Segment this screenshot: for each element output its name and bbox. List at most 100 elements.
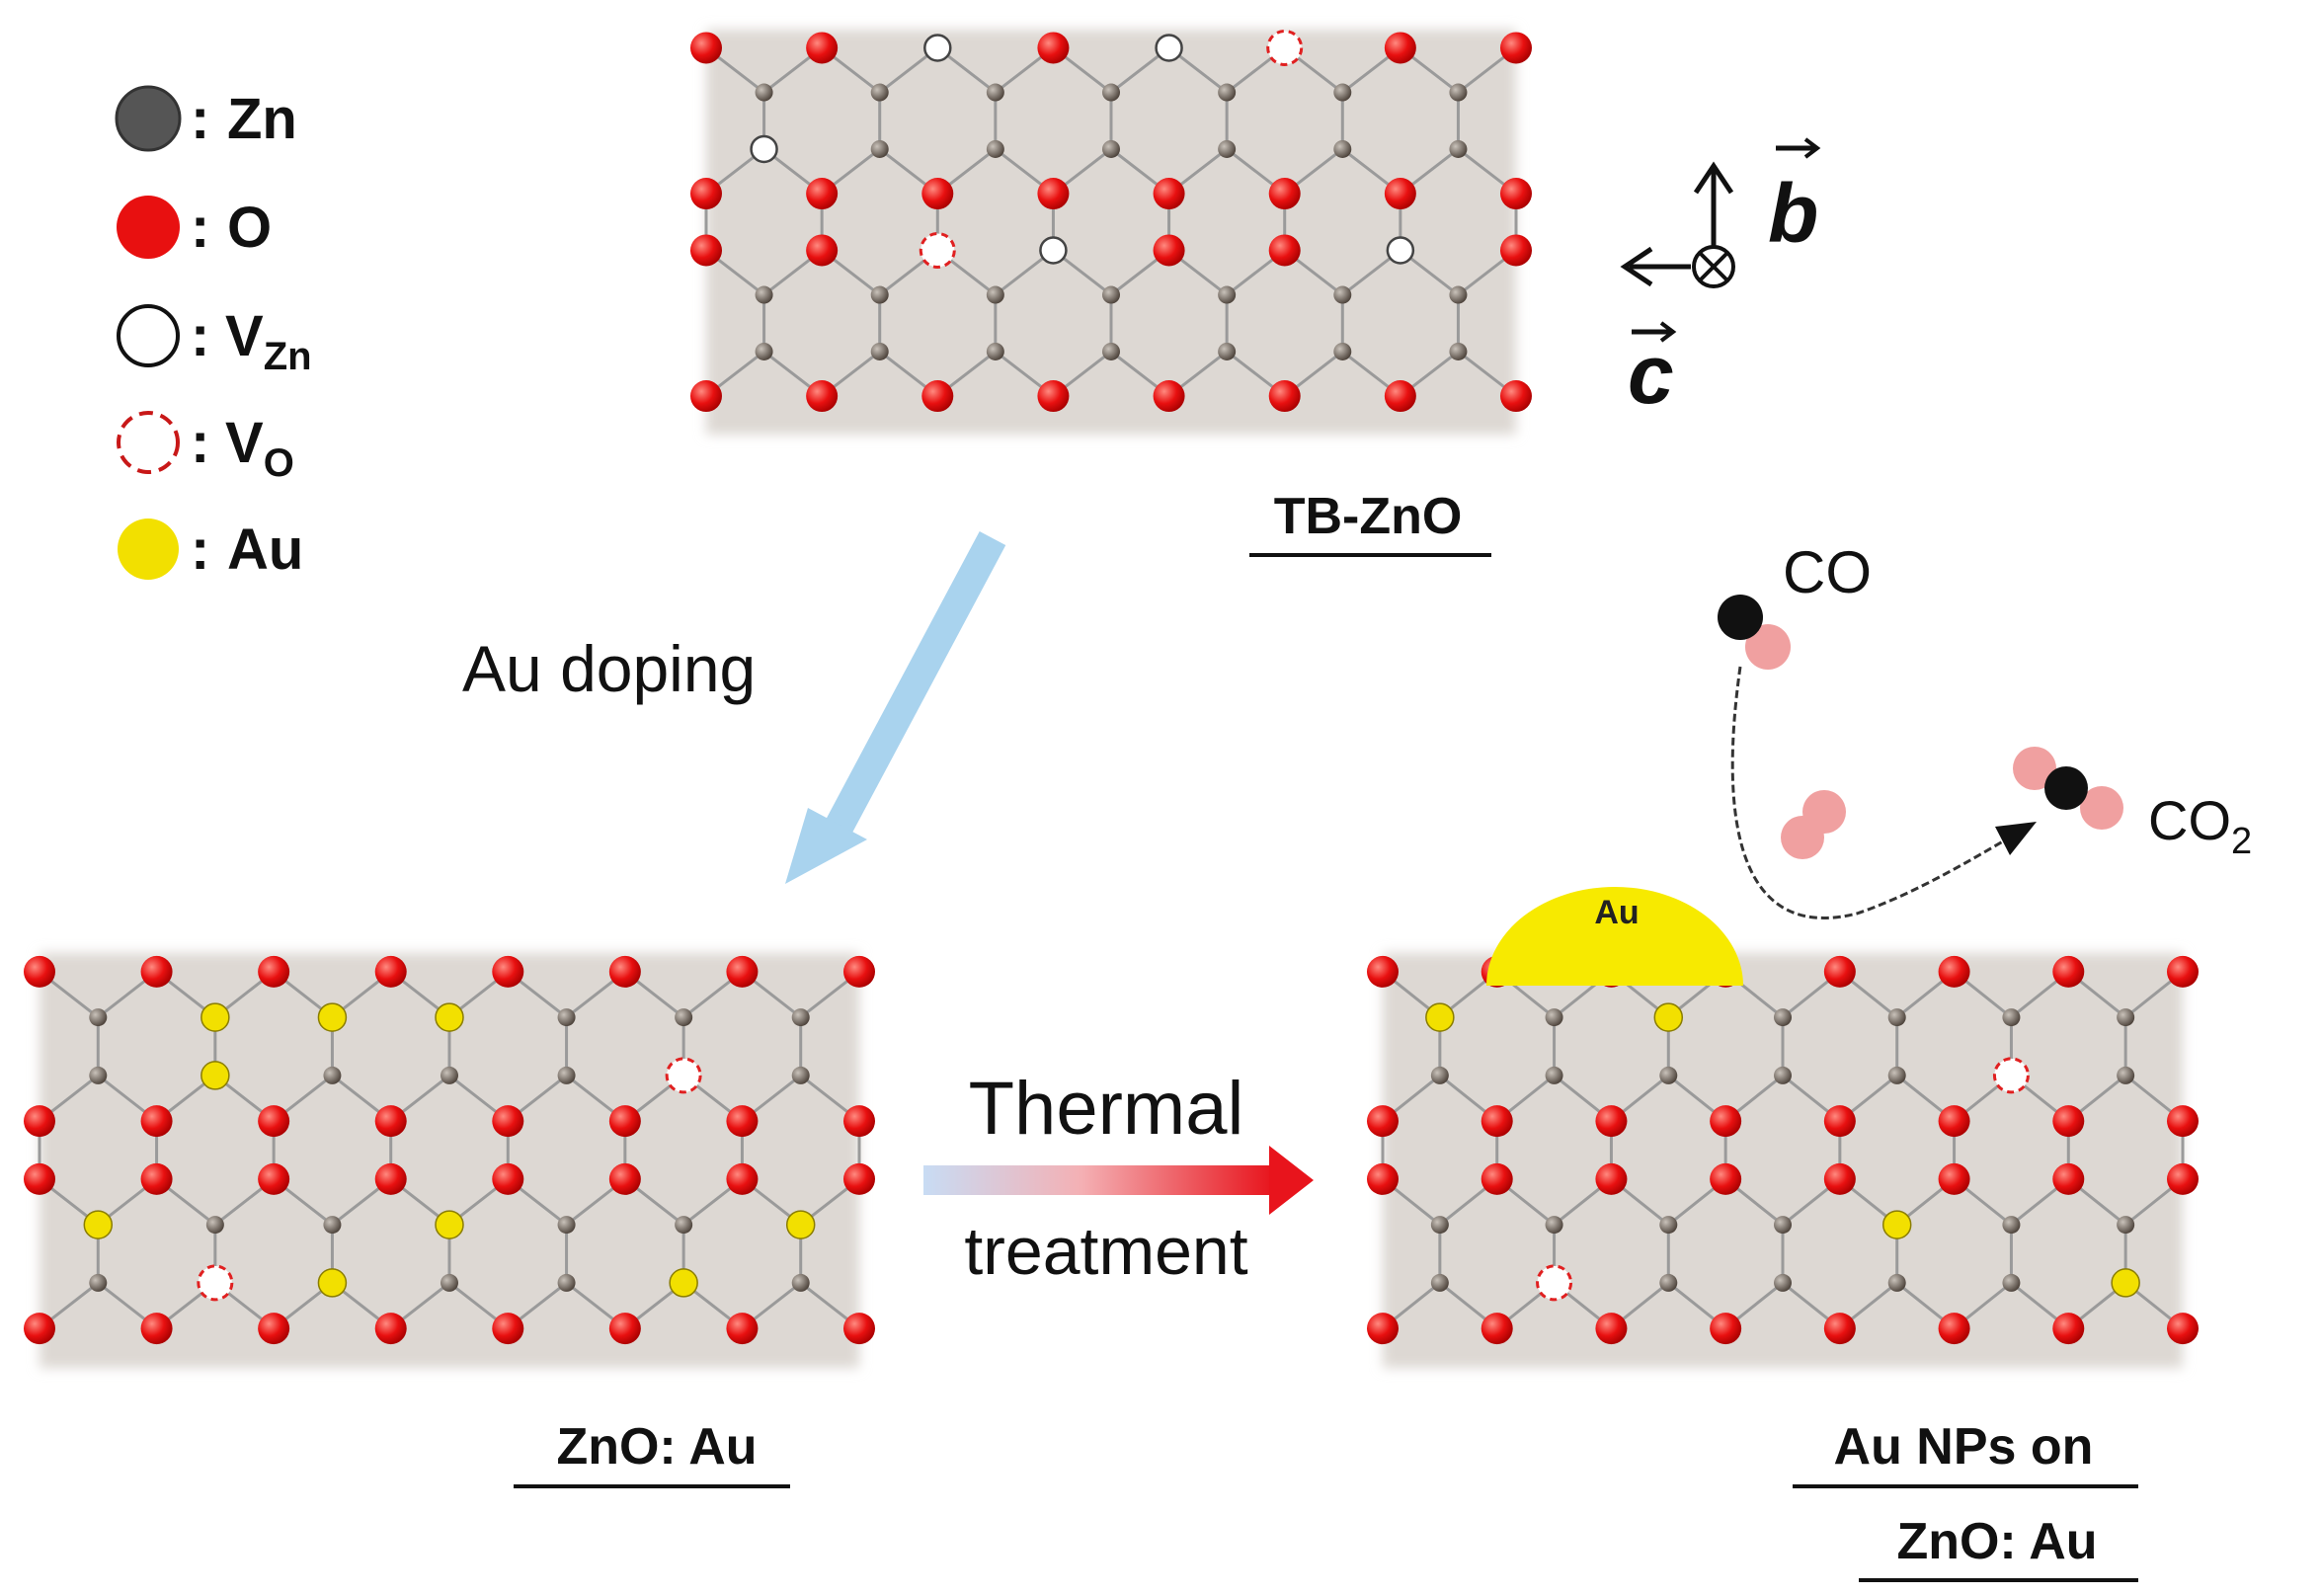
zn-atom (1218, 139, 1237, 158)
zn-atom (323, 1216, 342, 1235)
o-atom (1823, 1162, 1856, 1195)
o-atom (690, 380, 722, 413)
au-atom (435, 1002, 464, 1032)
o-atom (843, 1313, 875, 1345)
zn-atom (791, 1008, 810, 1027)
o-atom (726, 1105, 759, 1138)
reaction-path (1730, 666, 2016, 919)
into-page-cross (1698, 251, 1729, 282)
o-atom (374, 1105, 407, 1138)
c-vector-head (1659, 321, 1677, 343)
o-atom (2052, 1313, 2085, 1345)
zn-atom (1218, 285, 1237, 304)
zn-atom (1333, 285, 1352, 304)
o-vacancy (919, 231, 956, 269)
o-atom (1037, 32, 1070, 64)
zn-atom (89, 1273, 108, 1292)
zn-atom (1333, 342, 1352, 360)
zn-atom (675, 1216, 693, 1235)
o-atom (608, 1313, 641, 1345)
zn-atom (2117, 1216, 2135, 1235)
co2-label: CO2 (2148, 789, 2252, 862)
o-atom (492, 1105, 524, 1138)
o-atom (2052, 955, 2085, 988)
o-atom (374, 1313, 407, 1345)
co-c-atom (1718, 595, 1763, 640)
lattice-au-nps (1367, 953, 2199, 1368)
caption-tb-zno: TB-ZnO (1249, 488, 1491, 557)
zn-atom (1659, 1216, 1678, 1235)
au-atom-icon (118, 519, 179, 580)
zn-atom (755, 342, 773, 360)
zn-atom (1333, 83, 1352, 102)
o2-atom (1802, 790, 1846, 834)
o-atom (806, 178, 839, 210)
caption-text: ZnO: Au (556, 1418, 757, 1476)
o-atom (806, 234, 839, 267)
o-atom (2167, 1313, 2199, 1345)
zn-vacancy (923, 34, 952, 62)
o-atom (1268, 380, 1301, 413)
lattice-zno-au (24, 953, 875, 1368)
o-atom (1384, 178, 1416, 210)
o-atom (1367, 1162, 1399, 1195)
o-atom (1823, 1105, 1856, 1138)
o-atom (1595, 1313, 1628, 1345)
zn-atom (1218, 83, 1237, 102)
thermal-label-line1: Thermal (969, 1067, 1244, 1151)
co2-o-atom (2080, 786, 2123, 830)
zn-atom (205, 1216, 224, 1235)
doping-label: Au doping (462, 632, 756, 705)
zn-atom (870, 139, 889, 158)
o-atom (1938, 1313, 1970, 1345)
caption-line1: Au NPs on (1834, 1418, 2094, 1476)
o-atom (1710, 1162, 1742, 1195)
zn-atom (1430, 1216, 1449, 1235)
au-atom (317, 1268, 348, 1298)
legend-item-vzn: : VZn (117, 304, 312, 378)
zn-atom (1333, 139, 1352, 158)
zn-vacancy (1039, 236, 1068, 265)
b-axis-arrowhead (1693, 161, 1734, 195)
legend-item-vo: : VO (117, 411, 294, 485)
o-vacancy (1266, 29, 1304, 66)
o-atom (24, 1105, 55, 1138)
legend-label-zn: Zn (227, 87, 297, 151)
o-atom (258, 1313, 290, 1345)
legend-sep: : (191, 518, 209, 582)
o-atom (1367, 1313, 1399, 1345)
zn-atom (755, 285, 773, 304)
o-atom (690, 178, 722, 210)
o-atom (24, 1313, 55, 1345)
legend-sep: : (191, 411, 209, 475)
o-atom (1710, 1105, 1742, 1138)
o-atom (1384, 380, 1416, 413)
zn-atom (986, 83, 1004, 102)
zn-atom (1102, 285, 1120, 304)
o-atom (806, 32, 839, 64)
au-atom (1881, 1210, 1912, 1239)
zn-atom (1449, 83, 1468, 102)
o-vacancy (665, 1057, 702, 1094)
o-atom (843, 955, 875, 988)
zn-atom (1430, 1273, 1449, 1292)
o-atom (1367, 1105, 1399, 1138)
zn-atom (2117, 1066, 2135, 1084)
o-atom (1481, 1162, 1513, 1195)
axes-indicator: b c (1620, 137, 1821, 421)
legend-sep: : (191, 196, 209, 260)
zn-vacancy (1386, 236, 1415, 265)
o-atom (2167, 1105, 2199, 1138)
co2-c-atom (2044, 766, 2088, 810)
au-atom (1425, 1002, 1455, 1032)
zn-atom (870, 285, 889, 304)
zn-atom (675, 1008, 693, 1027)
o-atom (1153, 234, 1185, 267)
legend-label-vzn: VZn (225, 304, 312, 378)
b-axis-label: b (1768, 167, 1818, 260)
au-atom (435, 1210, 464, 1239)
o-atom (1481, 1313, 1513, 1345)
zn-atom (1774, 1066, 1792, 1084)
zn-atom (557, 1273, 576, 1292)
